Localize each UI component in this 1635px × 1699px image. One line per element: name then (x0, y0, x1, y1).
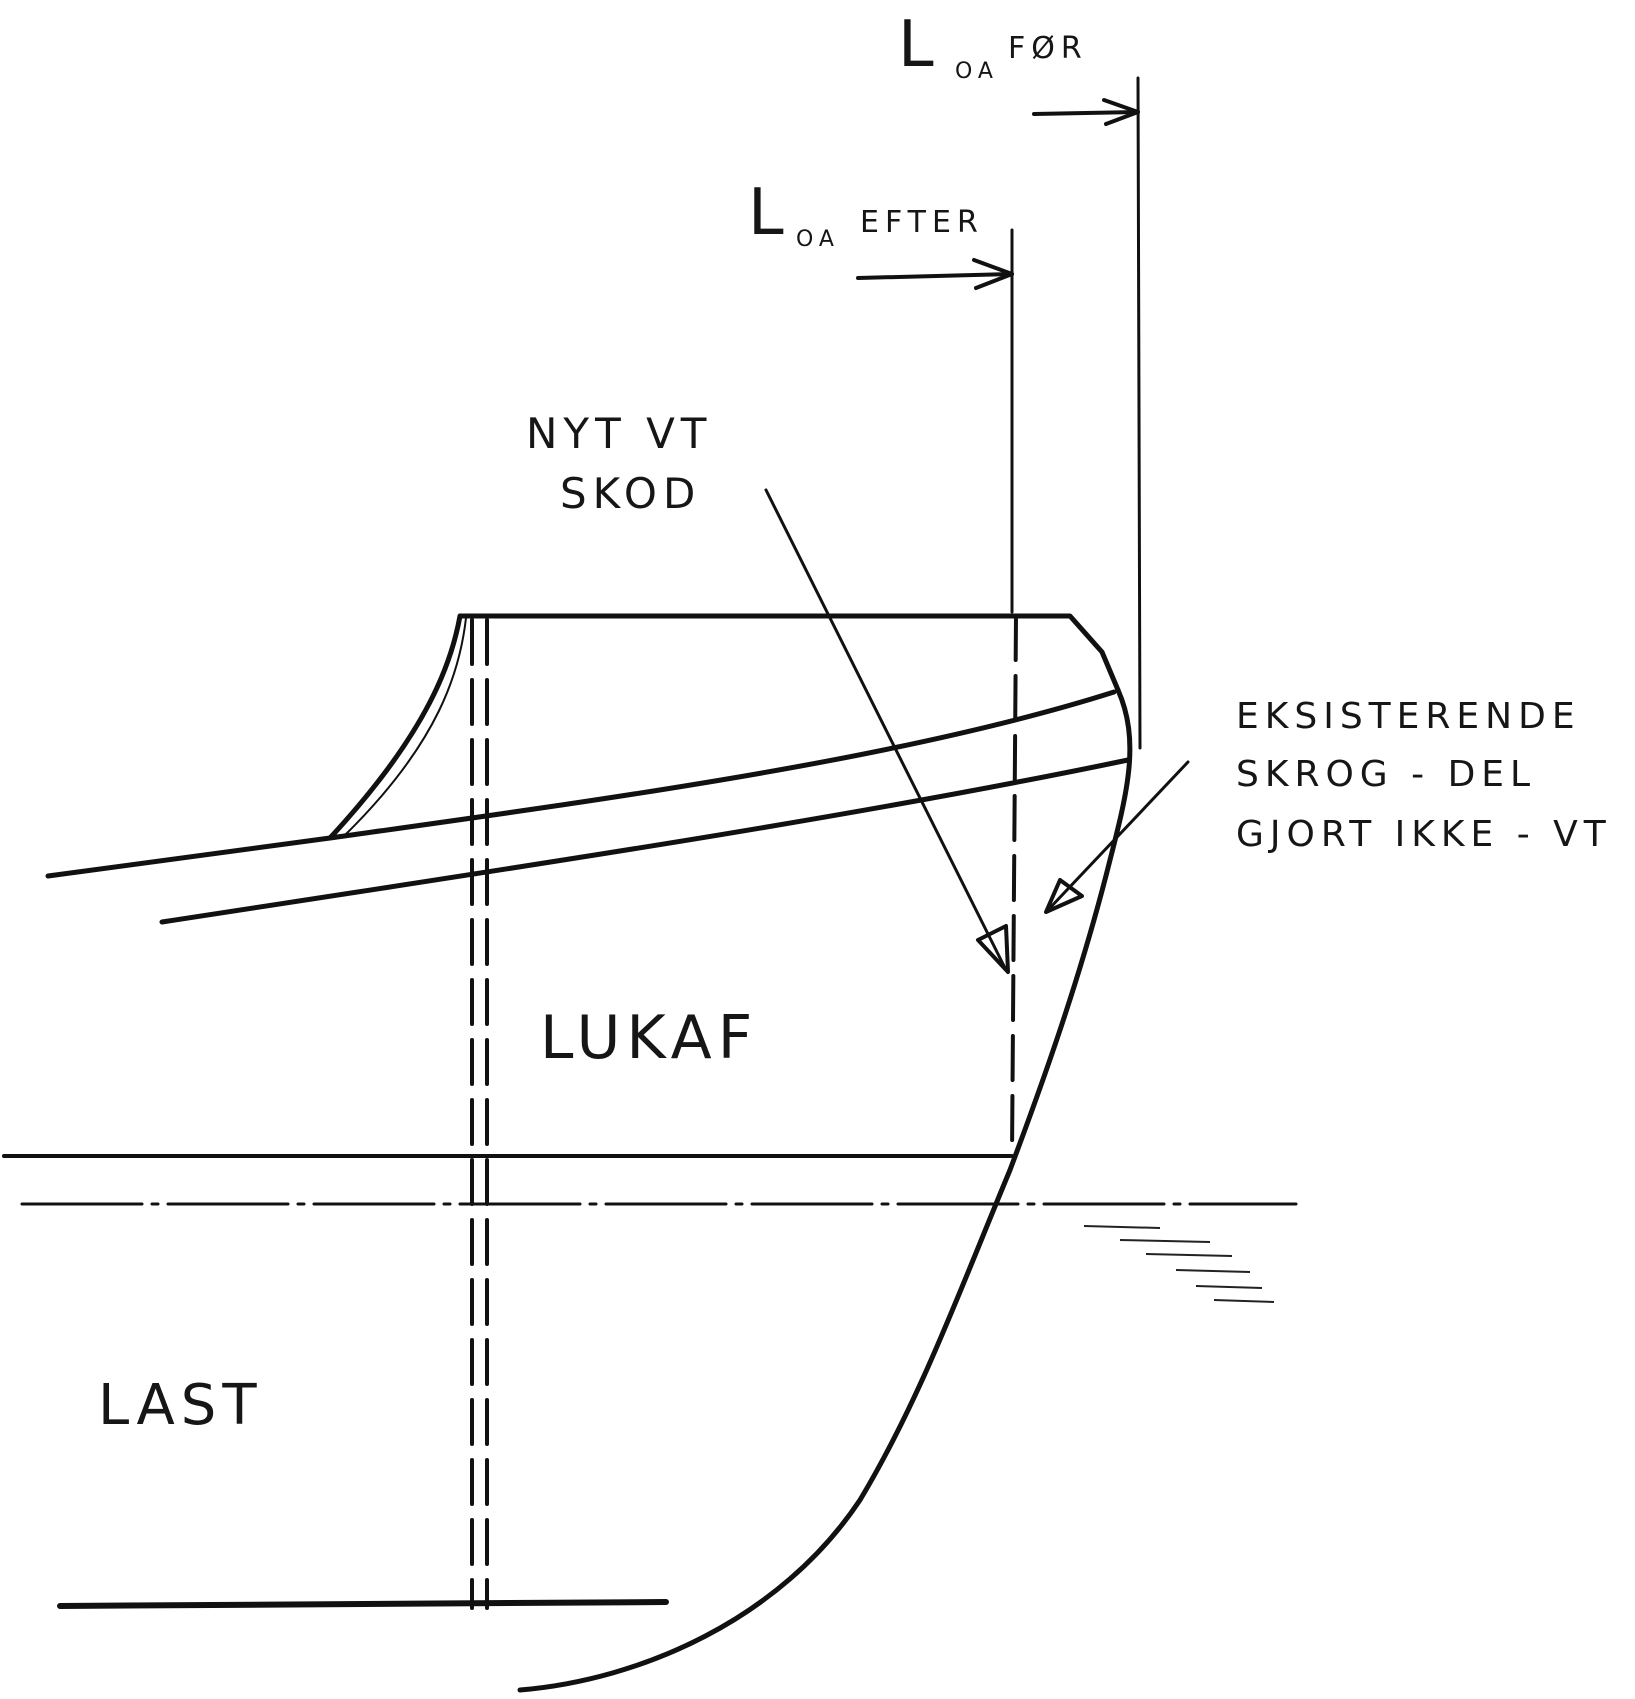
deckhouse (327, 613, 1121, 841)
bulkhead-dashed-lines (470, 614, 1018, 1610)
loa-for-dimension: L OA FØR (898, 8, 1142, 750)
eksisterende-label-line3: GJORT IKKE - VT (1236, 814, 1612, 855)
loa-for-subscript: OA (955, 59, 999, 84)
nyt-vt-label-line2: SKOD (560, 469, 701, 518)
eksisterende-pointer-arrowhead (1044, 878, 1084, 914)
tank-top-line (57, 1599, 669, 1609)
loa-efter-arrowhead (972, 258, 1014, 290)
loa-for-word: FØR (1008, 31, 1088, 66)
deckhouse-aft-curve (327, 613, 463, 841)
deckhouse-aft-curve-inner (343, 617, 467, 837)
eksisterende-label-line1: EKSISTERENDE (1236, 696, 1581, 737)
water-hatching (1083, 1225, 1275, 1303)
horizontal-lines (2, 1154, 1298, 1609)
nyt-vt-label-line1: NYT VT (526, 409, 712, 458)
loa-efter-arrow-shaft (856, 272, 1014, 280)
deck-lines (45, 689, 1131, 925)
forward-bulkhead-dashed (1010, 614, 1018, 1158)
nyt-vt-pointer-line (764, 488, 1008, 972)
deckhouse-roof (457, 613, 1121, 693)
loa-efter-dimension: L OA EFTER (748, 176, 1014, 614)
eksisterende-label-line2: SKROG - DEL (1236, 754, 1536, 795)
loa-for-L: L (898, 8, 940, 82)
loa-for-arrowhead (1102, 98, 1140, 126)
nyt-vt-pointer-arrowhead (976, 924, 1010, 974)
loa-efter-word: EFTER (860, 205, 984, 240)
upper-sheer-line (45, 689, 1117, 879)
lower-deck-line (159, 757, 1131, 925)
loa-efter-subscript: OA (796, 227, 840, 252)
loa-for-extension-line (1136, 76, 1142, 750)
bow-stem-profile (517, 687, 1133, 1693)
loa-for-arrow-shaft (1032, 110, 1140, 116)
nyt-vt-skod-annotation: NYT VT SKOD (526, 409, 1010, 974)
lukaf-label: LUKAF (540, 1003, 758, 1073)
last-label: LAST (98, 1373, 263, 1438)
loa-efter-L: L (748, 176, 790, 250)
